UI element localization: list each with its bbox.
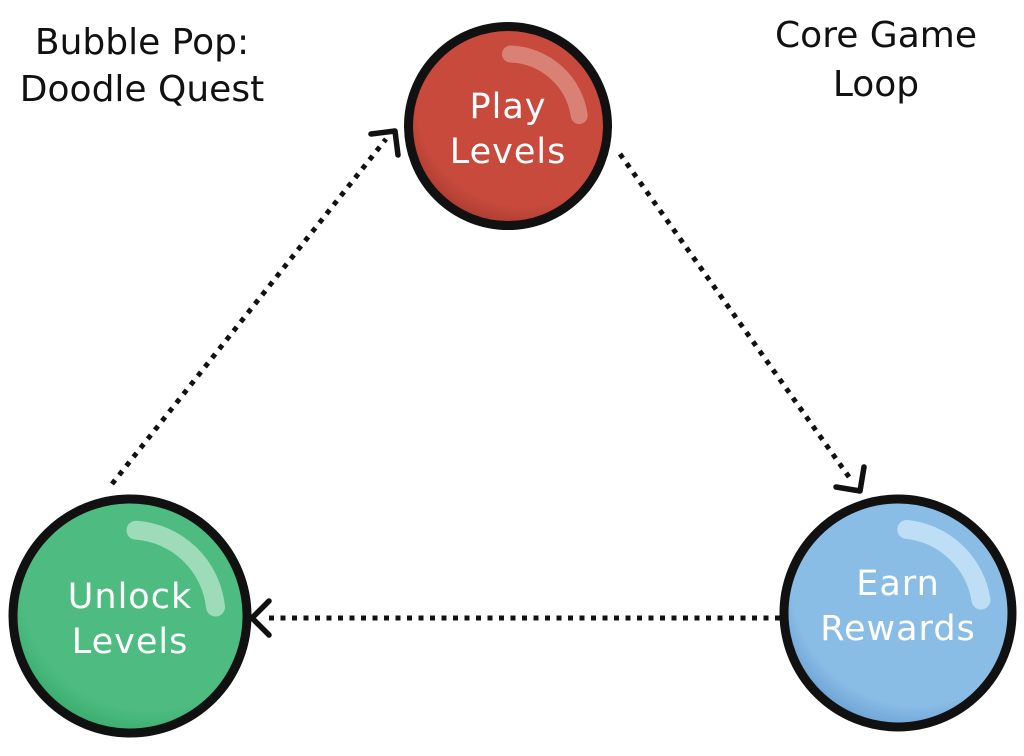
edge-play-to-earn-arrowhead-icon [833, 464, 867, 494]
bubble-earn-highlight [804, 519, 992, 707]
node-unlock-label-line1: Unlock [68, 577, 192, 617]
node-earn-label-line2: Rewards [820, 609, 976, 649]
node-play-label-line1: Play [470, 87, 547, 127]
diagram-title: Core Game Loop [775, 15, 977, 105]
app-title: Bubble Pop: Doodle Quest [20, 22, 264, 110]
node-earn-rewards: Earn Rewards [779, 494, 1017, 732]
edge-earn-to-unlock [249, 598, 780, 638]
diagram-title-line1: Core Game [775, 15, 977, 56]
node-play-levels: Play Levels [404, 22, 612, 230]
node-earn-label-line1: Earn [856, 564, 940, 604]
bubble-unlock-highlight [34, 520, 226, 712]
edge-unlock-to-play-line [110, 137, 388, 486]
edge-unlock-to-play [110, 128, 401, 486]
node-play-label-line2: Levels [450, 132, 567, 172]
edge-play-to-earn-line [617, 152, 852, 479]
edge-unlock-to-play-arrowhead-icon [368, 128, 401, 158]
edge-earn-to-unlock-arrowhead-icon [249, 598, 272, 638]
bubble-play-highlight [427, 45, 589, 207]
node-unlock-label-line2: Levels [72, 622, 189, 662]
node-unlock-levels: Unlock Levels [8, 494, 252, 738]
edge-play-to-earn [617, 152, 867, 494]
diagram-title-line2: Loop [833, 64, 919, 105]
app-title-line1: Bubble Pop: [35, 22, 249, 63]
app-title-line2: Doodle Quest [20, 69, 264, 110]
